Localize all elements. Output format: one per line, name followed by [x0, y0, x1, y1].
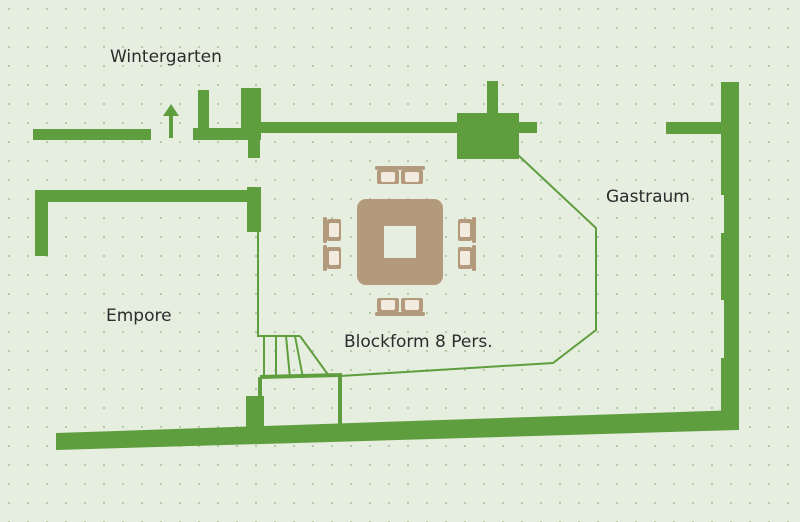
- label-wintergarten: Wintergarten: [110, 47, 222, 67]
- walls: [33, 81, 739, 450]
- chair-icon: [323, 245, 341, 271]
- chair-icon: [375, 298, 401, 316]
- stair-edge: [299, 335, 330, 377]
- window-right-1: [714, 195, 724, 233]
- wall-top-stub: [487, 81, 498, 126]
- chair-icon: [458, 245, 476, 271]
- table-center-opening: [384, 226, 416, 258]
- wall-right-top: [666, 122, 726, 134]
- wall-top-block: [457, 113, 519, 159]
- chairs: [323, 166, 476, 316]
- wall-empore-left: [35, 190, 48, 256]
- wall-wintergarten-post: [198, 90, 209, 130]
- wall-wintergarten-left: [33, 129, 151, 140]
- wall-bottom: [56, 410, 739, 450]
- label-table-setup: Blockform 8 Pers.: [344, 332, 493, 352]
- wall-right: [721, 82, 739, 430]
- label-empore: Empore: [106, 306, 172, 326]
- window-right-2: [714, 300, 724, 358]
- wall-empore-top: [35, 190, 260, 202]
- thin-walls: [257, 154, 597, 379]
- stair-step-3: [285, 335, 291, 379]
- chair-icon: [399, 298, 425, 316]
- wall-gastraum-outline: [339, 154, 597, 377]
- chair-icon: [399, 166, 425, 184]
- stair-landing: [258, 372, 342, 430]
- chair-icon: [323, 217, 341, 243]
- wall-top: [255, 122, 537, 133]
- stair-landing-outline: [259, 372, 342, 430]
- chair-icon: [458, 217, 476, 243]
- label-gastraum: Gastraum: [606, 187, 690, 207]
- wall-empore-block: [247, 187, 261, 232]
- wall-pillar-lower: [248, 138, 260, 158]
- chair-icon: [375, 166, 401, 184]
- arrow-up-icon: [163, 104, 179, 138]
- stair-step-4: [294, 335, 304, 379]
